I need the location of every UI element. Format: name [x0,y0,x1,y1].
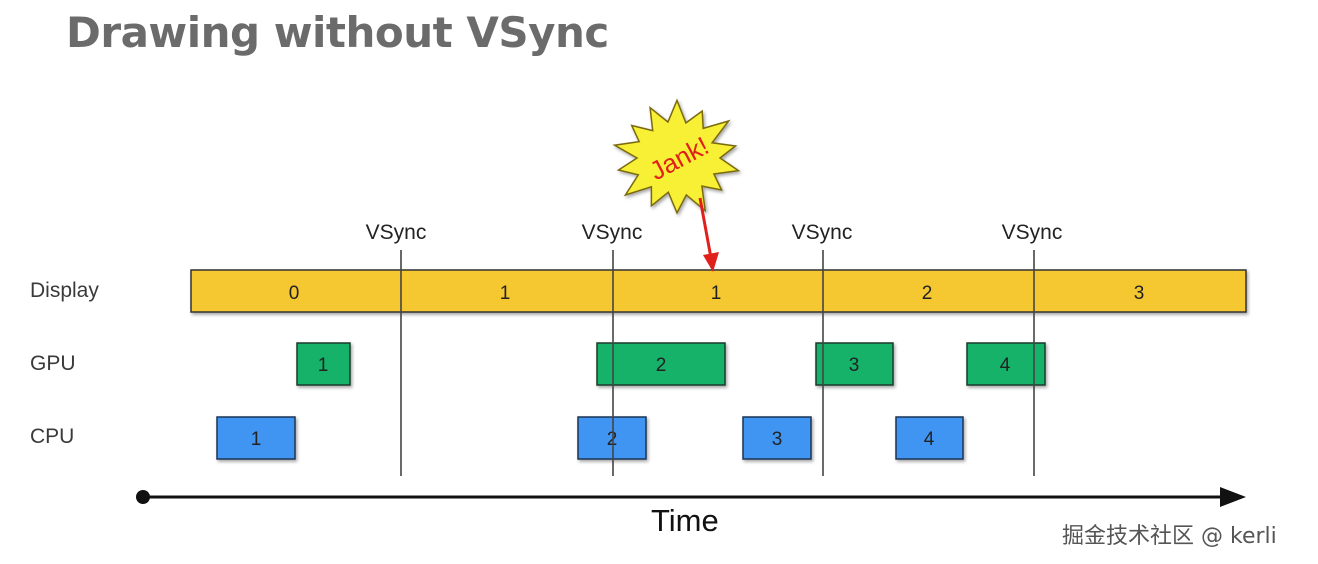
row-label-display: Display [30,279,99,302]
vsync-label-1: VSync [365,221,427,244]
gpu-block-3-label: 3 [849,355,860,376]
cpu-block-3: 3 [742,416,812,460]
gpu-block-1-label: 1 [318,355,329,376]
jank-arrow [698,197,719,272]
gpu-block-1: 1 [296,342,351,386]
page-title: Drawing without VSync [66,8,609,57]
cpu-block-4-label: 4 [924,429,935,450]
time-axis-label: Time [651,503,719,538]
gpu-block-2-label: 2 [656,355,667,376]
cpu-block-2: 2 [577,416,647,460]
gpu-block-2: 2 [596,342,726,386]
row-label-cpu: CPU [30,425,75,448]
gpu-block-4-label: 4 [1000,355,1011,376]
vsync-label-3: VSync [791,221,853,244]
watermark: 掘金技术社区 @ kerli [1062,524,1277,549]
cpu-block-1: 1 [216,416,296,460]
gpu-block-3: 3 [815,342,894,386]
cpu-block-1-label: 1 [251,429,262,450]
display-frame-2: 1 [711,283,722,304]
time-axis [136,487,1246,507]
cpu-block-4: 4 [895,416,964,460]
cpu-block-3-label: 3 [772,429,783,450]
jank-burst: Jank! [612,98,741,215]
row-label-gpu: GPU [30,352,76,375]
display-frame-3: 2 [922,283,933,304]
vsync-label-4: VSync [1001,221,1063,244]
cpu-block-2-label: 2 [607,429,618,450]
gpu-block-4: 4 [966,342,1046,386]
display-frame-1: 1 [500,283,511,304]
time-arrow-head [1220,487,1246,507]
vsync-label-2: VSync [581,221,643,244]
display-frame-4: 3 [1134,283,1145,304]
display-frame-0: 0 [289,283,300,304]
display-bar: 0 1 1 2 3 [190,269,1247,313]
